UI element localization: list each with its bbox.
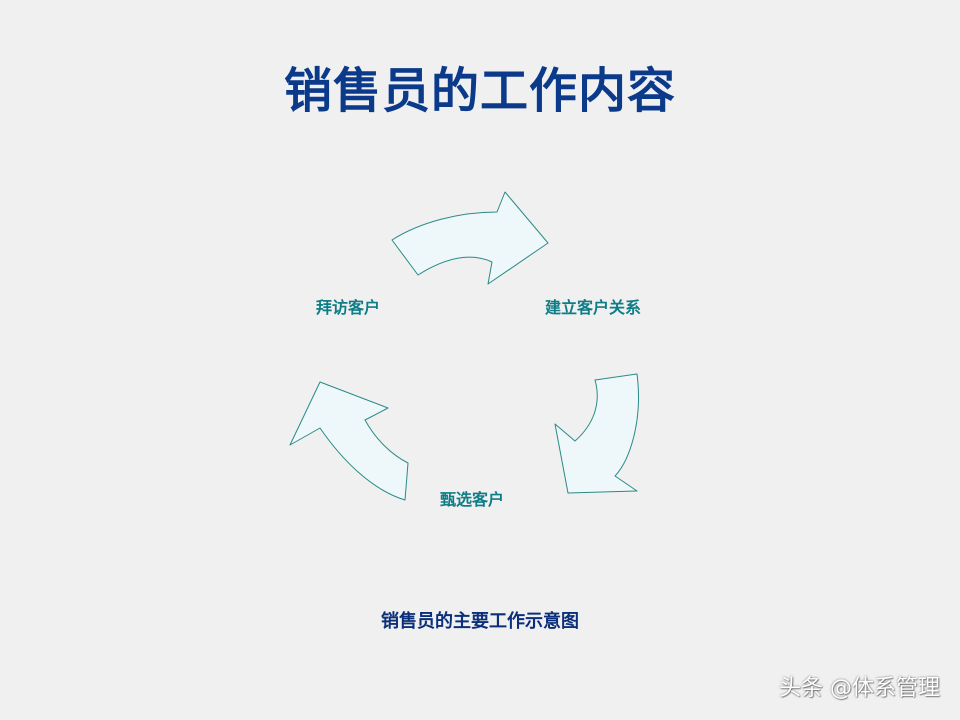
arrow-right	[554, 373, 639, 494]
arrow-left	[289, 381, 409, 501]
slide-title: 销售员的工作内容	[283, 63, 676, 119]
watermark: 头条 @体系管理	[779, 676, 940, 701]
step-label-visit-customers: 拜访客户	[316, 298, 381, 317]
diagram-caption: 销售员的主要工作示意图	[381, 611, 579, 632]
step-label-screen-customers: 甄选客户	[440, 490, 505, 509]
step-label-build-relationship: 建立客户关系	[545, 298, 642, 317]
arrow-top	[391, 191, 549, 285]
